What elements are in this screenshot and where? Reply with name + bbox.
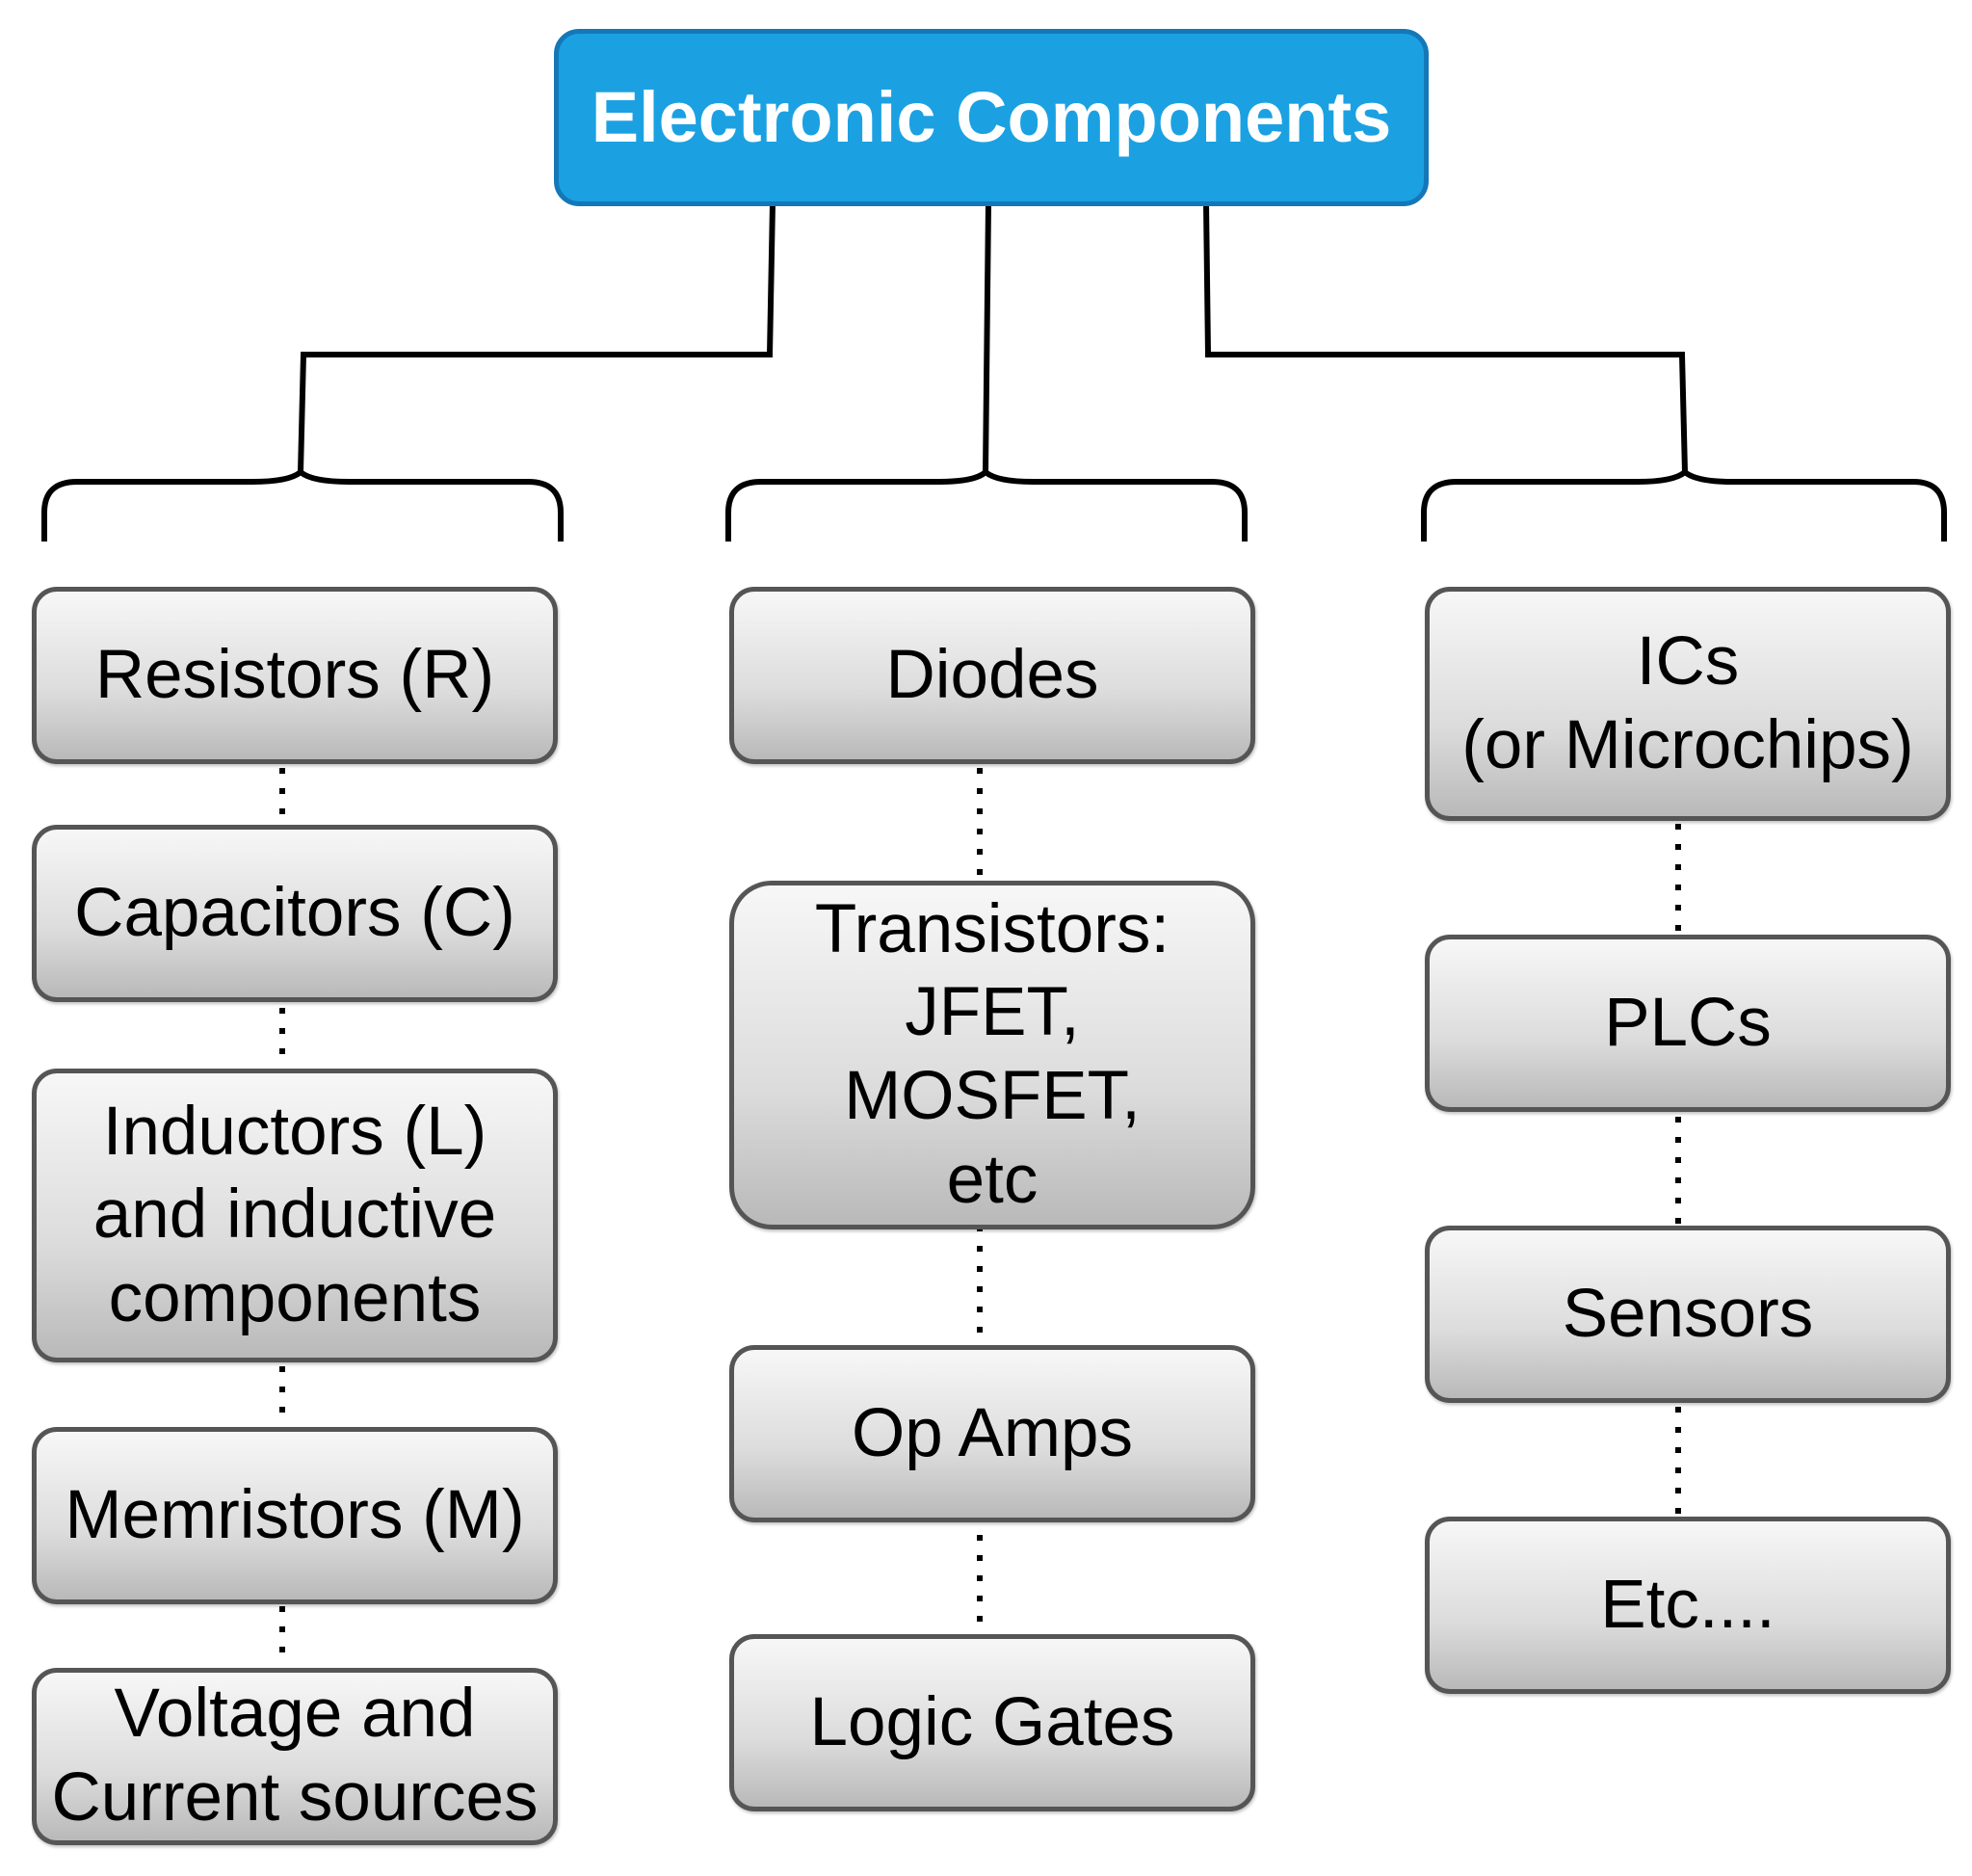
node-logic-gates: Logic Gates: [729, 1634, 1255, 1811]
node-op-amps: Op Amps: [729, 1345, 1255, 1522]
node-plcs: PLCs: [1425, 935, 1951, 1112]
node-diodes: Diodes: [729, 587, 1255, 764]
node-label: Inductors (L) and inductive components: [92, 1093, 497, 1336]
root-node: Electronic Components: [554, 29, 1429, 206]
group-1-bracket: [41, 468, 564, 542]
node-label: Etc....: [1600, 1566, 1775, 1643]
node-label: Capacitors (C): [74, 874, 515, 951]
node-label: Op Amps: [851, 1394, 1133, 1471]
root-node-label: Electronic Components: [591, 76, 1392, 157]
group-3-bracket: [1421, 468, 1947, 542]
node-sensors: Sensors: [1425, 1226, 1951, 1403]
root-to-group-3-line: [1203, 202, 1688, 473]
node-ics: ICs (or Microchips): [1425, 587, 1951, 821]
node-label: Logic Gates: [809, 1683, 1175, 1760]
root-to-group-2-line: [983, 202, 991, 473]
node-label: Transistors: JFET, MOSFET, etc: [814, 890, 1170, 1218]
node-memristors: Memristors (M): [32, 1427, 558, 1604]
node-label: Memristors (M): [65, 1476, 525, 1553]
node-label: ICs (or Microchips): [1461, 622, 1914, 783]
root-to-group-1-line: [298, 202, 776, 473]
node-label: Diodes: [885, 636, 1099, 713]
node-sources: Voltage and Current sources: [32, 1668, 558, 1845]
node-etc: Etc....: [1425, 1517, 1951, 1694]
node-inductors: Inductors (L) and inductive components: [32, 1069, 558, 1362]
node-label: Resistors (R): [94, 636, 495, 713]
node-label: PLCs: [1604, 984, 1772, 1061]
node-resistors: Resistors (R): [32, 587, 558, 764]
node-transistors: Transistors: JFET, MOSFET, etc: [729, 881, 1255, 1229]
group-2-bracket: [725, 468, 1248, 542]
node-capacitors: Capacitors (C): [32, 825, 558, 1002]
node-label: Voltage and Current sources: [51, 1676, 539, 1836]
node-label: Sensors: [1562, 1275, 1814, 1352]
